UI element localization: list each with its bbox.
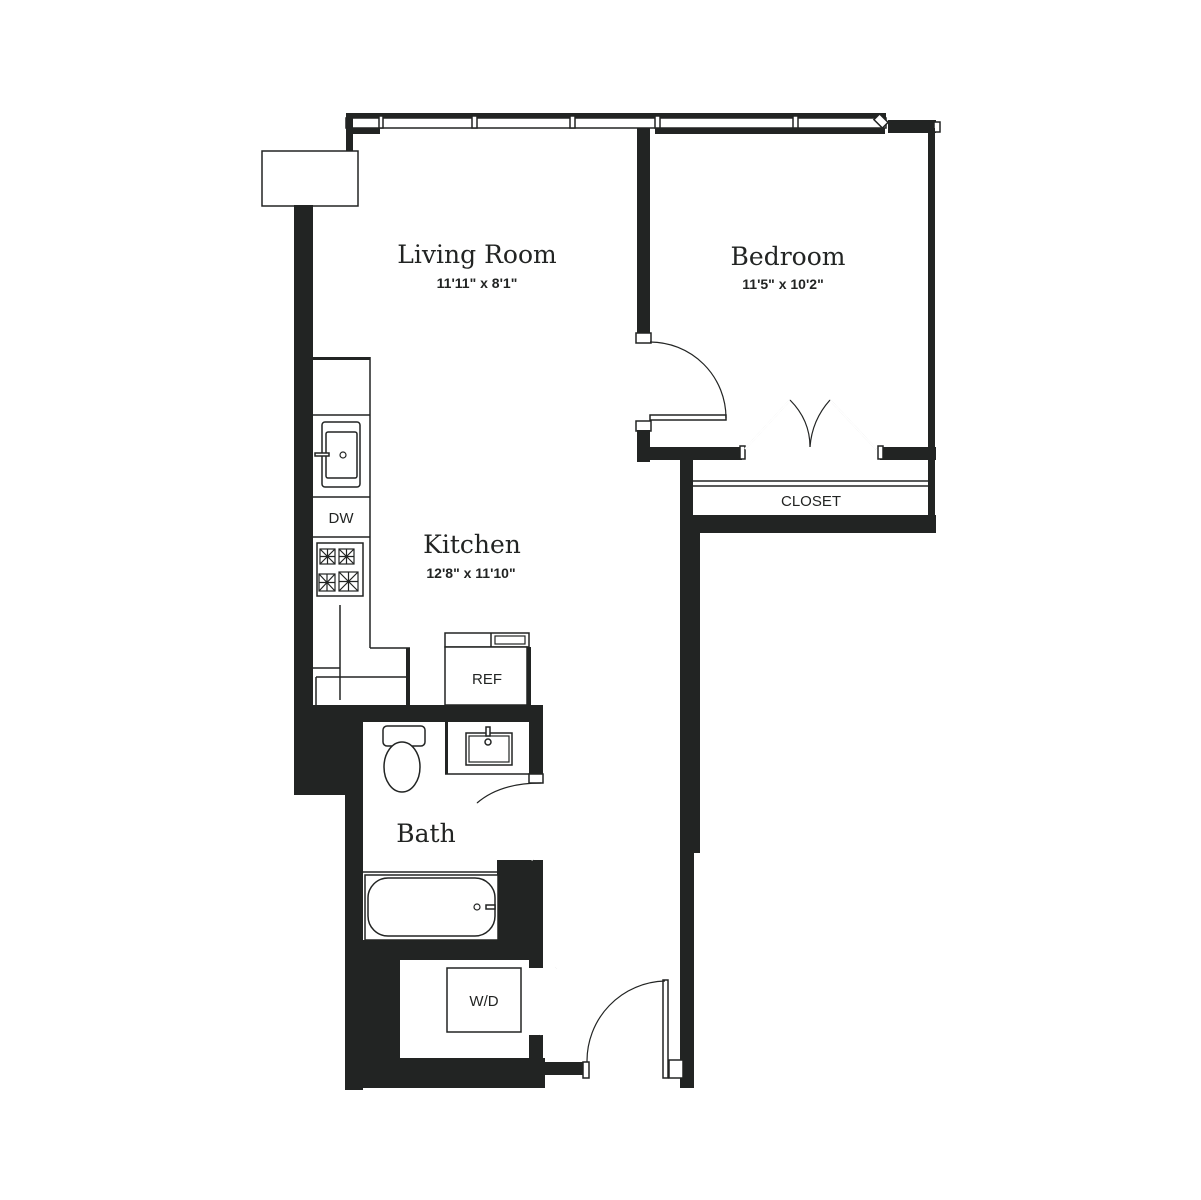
balcony-box (261, 150, 359, 207)
kitchen-name: Kitchen (423, 530, 521, 559)
bath-name: Bath (396, 819, 455, 848)
washer-dryer-door[interactable] (538, 967, 558, 1036)
refrigerator-label: REF (472, 671, 502, 688)
toilet (382, 725, 426, 793)
refrigerator: REF (444, 632, 531, 706)
bath-top-wall (294, 705, 543, 722)
right-wall (680, 533, 694, 1063)
bedroom-label: Bedroom 11'5" x 10'2" (731, 242, 846, 292)
living-room-dimensions: 11'11" x 8'1" (437, 275, 518, 291)
kitchen-counter (313, 357, 410, 705)
closet: CLOSET (680, 460, 936, 535)
left-wall-top (346, 113, 353, 153)
top-wall-windows (345, 112, 941, 134)
washer-dryer-closet: W/D (345, 955, 543, 1063)
kitchen-dimensions: 12'8" x 11'10" (426, 565, 515, 581)
washer-dryer-label: W/D (469, 993, 498, 1010)
closet-bifold-doors[interactable] (744, 399, 877, 450)
entry-wall-left (543, 1062, 583, 1075)
living-room-label: Living Room 11'11" x 8'1" (397, 240, 557, 291)
kitchen-label: Kitchen 12'8" x 11'10" (423, 530, 521, 581)
bathroom-sink (465, 726, 513, 766)
bedroom-left-wall (637, 128, 650, 333)
bedroom-right-wall (928, 128, 935, 533)
bath-door[interactable] (476, 782, 542, 861)
bathtub (364, 874, 499, 941)
living-room-name: Living Room (397, 240, 557, 269)
entry-door[interactable] (582, 979, 669, 1079)
bedroom-dimensions: 11'5" x 10'2" (742, 276, 823, 292)
stove-icon (316, 542, 364, 597)
bedroom-name: Bedroom (731, 242, 846, 271)
kitchen-sink (314, 421, 361, 488)
closet-label: CLOSET (781, 493, 841, 510)
bedroom-door[interactable] (649, 341, 727, 421)
dishwasher-label: DW (329, 510, 355, 527)
left-wall (294, 205, 313, 795)
